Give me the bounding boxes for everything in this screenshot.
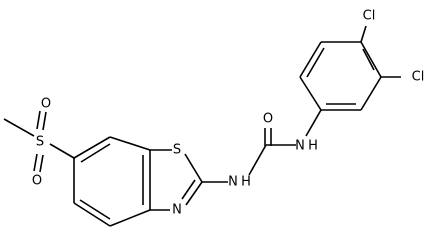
dichlorophenyl-ring [299, 41, 382, 111]
bond [109, 136, 151, 151]
bond [184, 153, 203, 183]
bond [181, 179, 196, 200]
bond [73, 202, 111, 227]
bond [39, 154, 44, 173]
atom-h-amide-upper: H [308, 139, 318, 154]
bond [42, 111, 47, 131]
bond [80, 143, 111, 163]
bond [248, 144, 267, 176]
atom-s-sulfonyl: S [36, 135, 44, 150]
methylsulfonyl-group [3, 110, 75, 173]
atom-n-amide-lower: N [228, 175, 238, 190]
bond [3, 118, 35, 137]
bond [360, 41, 382, 78]
urea-linker [202, 109, 322, 183]
atom-o-sulfonyl-lower: O [32, 174, 42, 189]
atom-s-thiazole: S [173, 143, 181, 158]
bond [73, 136, 111, 159]
atom-h-amide-lower: H [241, 175, 251, 190]
bond [109, 209, 151, 227]
atom-o-carbonyl: O [263, 112, 273, 127]
bond [360, 76, 382, 111]
bond [362, 48, 375, 71]
bond [79, 199, 111, 220]
bond [33, 153, 38, 172]
atom-cl-para: Cl [363, 9, 376, 24]
structure-diagram: Cl Cl N H O N H S N S O O [3, 9, 425, 227]
fused-benzene-ring [73, 136, 151, 227]
bond [305, 109, 322, 137]
bond [306, 47, 325, 78]
atom-o-sulfonyl-upper: O [41, 97, 51, 112]
bond [49, 143, 75, 159]
bond [360, 25, 367, 43]
atom-n-amide-upper: N [295, 139, 305, 154]
thiazole-ring [150, 149, 203, 211]
atom-cl-meta: Cl [412, 70, 425, 85]
bond [299, 76, 322, 111]
bond [36, 110, 41, 130]
bond [185, 181, 203, 206]
bond [299, 41, 322, 78]
atom-n-thiazole: N [172, 203, 182, 218]
